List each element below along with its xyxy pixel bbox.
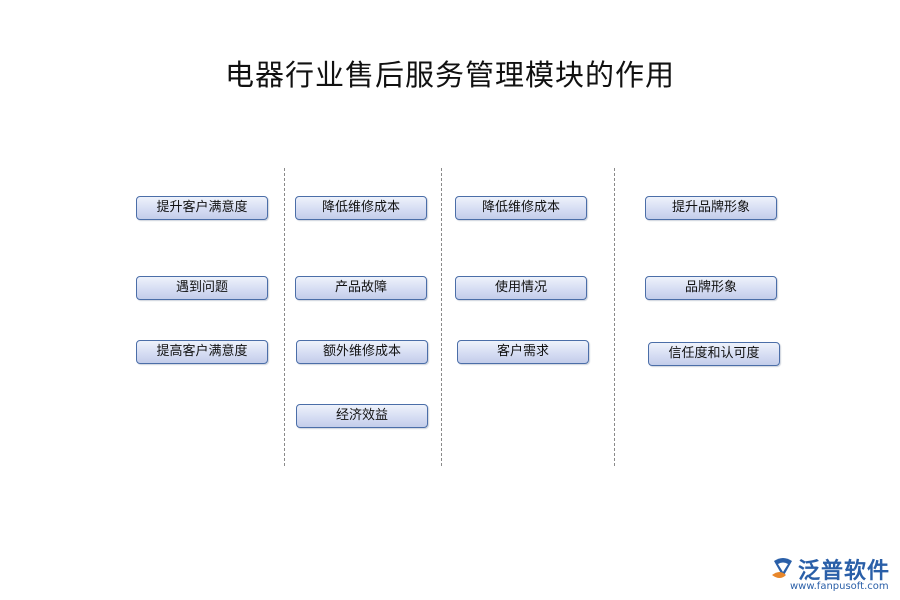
brand-logo: 泛普软件 www.fanpusoft.com [770,553,895,595]
column-divider [284,168,285,466]
node-box: 提高客户满意度 [136,340,268,364]
node-box: 产品故障 [295,276,427,300]
node-box: 提升品牌形象 [645,196,777,220]
column-divider [441,168,442,466]
node-box: 额外维修成本 [296,340,428,364]
node-box: 经济效益 [296,404,428,428]
node-box: 使用情况 [455,276,587,300]
node-box: 客户需求 [457,340,589,364]
column-divider [614,168,615,466]
logo-url: www.fanpusoft.com [790,581,889,592]
logo-name: 泛普软件 [798,559,891,584]
diagram-title: 电器行业售后服务管理模块的作用 [224,58,675,92]
node-box: 品牌形象 [645,276,777,300]
node-box: 降低维修成本 [455,196,587,220]
logo-mark-icon [772,558,792,578]
node-box: 信任度和认可度 [648,342,780,366]
node-box: 遇到问题 [136,276,268,300]
node-box: 提升客户满意度 [136,196,268,220]
node-box: 降低维修成本 [295,196,427,220]
